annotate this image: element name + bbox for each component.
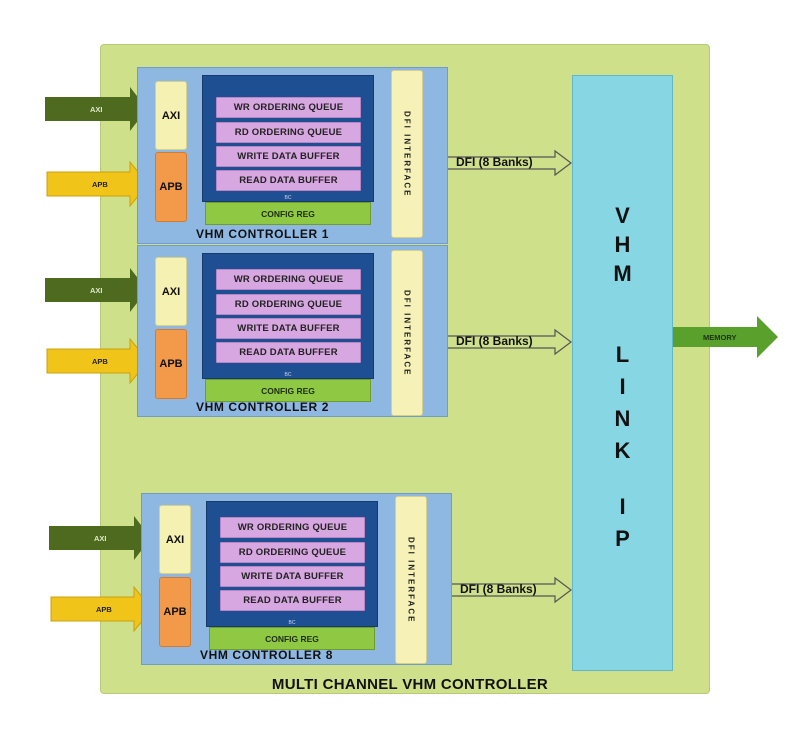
read-data-buffer: READ DATA BUFFER [220, 590, 365, 611]
bc-label: BC [284, 195, 292, 201]
memory-output-arrow [672, 316, 778, 358]
link-ip-letter: P [615, 526, 630, 551]
dfi-link-label-3: DFI (8 Banks) [460, 582, 537, 596]
apb-input-label-3: APB [96, 605, 112, 614]
dfi-interface: DFI INTERFACE [391, 250, 423, 416]
controller-label: VHM CONTROLLER 1 [196, 227, 329, 241]
dfi-interface: DFI INTERFACE [395, 496, 427, 664]
vhm-controller-2: AXI APB WR ORDERING QUEUE RD ORDERING QU… [137, 245, 448, 417]
axi-input-arrow-2 [45, 268, 147, 312]
config-reg: CONFIG REG [205, 379, 371, 402]
controller-label: VHM CONTROLLER 2 [196, 400, 329, 414]
axi-block: AXI [155, 81, 187, 150]
axi-arrows [45, 87, 151, 560]
dfi-interface-text: DFI INTERFACE [406, 536, 416, 624]
write-data-buffer: WRITE DATA BUFFER [216, 146, 361, 167]
wr-ordering-queue: WR ORDERING QUEUE [216, 97, 361, 118]
apb-input-arrows [46, 160, 153, 633]
apb-input-label-1: APB [92, 180, 108, 189]
apb-block: APB [155, 152, 187, 222]
read-data-buffer: READ DATA BUFFER [216, 170, 361, 191]
dfi-interface-text: DFI INTERFACE [402, 110, 412, 198]
link-ip-letter: I [619, 494, 626, 519]
link-ip-letter: V [615, 203, 630, 228]
link-ip-letter: N [614, 406, 631, 431]
dfi-interface-text: DFI INTERFACE [402, 289, 412, 377]
config-reg: CONFIG REG [209, 627, 375, 650]
wr-ordering-queue: WR ORDERING QUEUE [220, 517, 365, 538]
axi-input-arrow-3 [49, 516, 151, 560]
rd-ordering-queue: RD ORDERING QUEUE [216, 122, 361, 143]
rd-ordering-queue: RD ORDERING QUEUE [216, 294, 361, 315]
dfi-link-arrows [419, 149, 572, 604]
apb-block: APB [155, 329, 187, 399]
bc-block: WR ORDERING QUEUE RD ORDERING QUEUE WRIT… [206, 501, 378, 627]
rd-ordering-queue: RD ORDERING QUEUE [220, 542, 365, 563]
axi-input-label-2: AXI [90, 286, 103, 295]
link-ip-letter: M [613, 261, 632, 286]
vhm-controller-8: AXI APB WR ORDERING QUEUE RD ORDERING QU… [141, 493, 452, 665]
link-ip-letter: K [614, 438, 631, 463]
axi-block: AXI [159, 505, 191, 574]
controller-label: VHM CONTROLLER 8 [200, 648, 333, 662]
vhm-link-ip-block: V H M L I N K I P [572, 75, 673, 671]
link-ip-letter: I [619, 374, 626, 399]
dfi-interface: DFI INTERFACE [391, 70, 423, 238]
axi-block: AXI [155, 257, 187, 326]
bc-block: WR ORDERING QUEUE RD ORDERING QUEUE WRIT… [202, 253, 374, 379]
diagram-title: MULTI CHANNEL VHM CONTROLLER [271, 676, 549, 693]
axi-input-label-3: AXI [94, 534, 107, 543]
bc-block: WR ORDERING QUEUE RD ORDERING QUEUE WRIT… [202, 75, 374, 202]
bc-label: BC [284, 372, 292, 378]
write-data-buffer: WRITE DATA BUFFER [216, 318, 361, 339]
memory-label: MEMORY [703, 333, 737, 342]
bc-label: BC [288, 620, 296, 626]
vhm-controller-1: AXI APB WR ORDERING QUEUE RD ORDERING QU… [137, 67, 448, 244]
apb-input-label-2: APB [92, 357, 108, 366]
wr-ordering-queue: WR ORDERING QUEUE [216, 269, 361, 290]
config-reg: CONFIG REG [205, 202, 371, 225]
read-data-buffer: READ DATA BUFFER [216, 342, 361, 363]
dfi-link-label-1: DFI (8 Banks) [456, 155, 533, 169]
link-ip-letter: H [614, 232, 631, 257]
write-data-buffer: WRITE DATA BUFFER [220, 566, 365, 587]
axi-input-arrow-1 [45, 87, 147, 131]
dfi-link-label-2: DFI (8 Banks) [456, 334, 533, 348]
apb-block: APB [159, 577, 191, 647]
link-ip-letter: L [615, 342, 630, 367]
axi-input-label-1: AXI [90, 105, 103, 114]
